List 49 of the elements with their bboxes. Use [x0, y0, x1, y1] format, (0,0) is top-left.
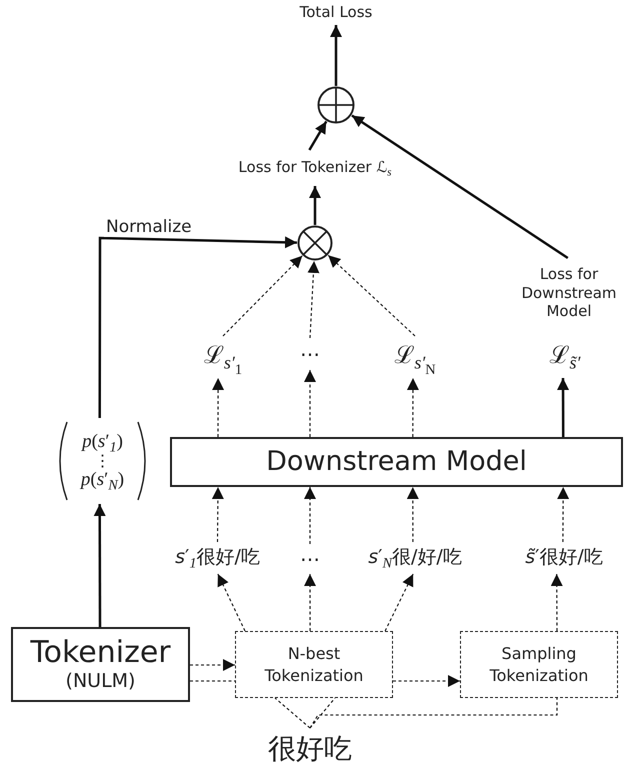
token-sequence: s′$_{N}$很/好/吃 [368, 547, 462, 569]
arrow [308, 120, 328, 151]
dashed-arrow [212, 378, 224, 437]
box-title: Sampling Tokenization [488, 642, 590, 686]
dashed-arrow [557, 487, 570, 542]
dashed-line [310, 698, 336, 728]
dashed-arrow [304, 370, 316, 437]
dashed-arrow [550, 574, 563, 631]
dashed-arrow [307, 260, 320, 338]
dashed-arrow [328, 254, 416, 336]
arrow [94, 504, 106, 627]
dashed-arrow [304, 487, 316, 544]
dashed-arrow [406, 378, 419, 437]
box-title: Tokenizer [30, 636, 171, 671]
dashed-arrow [190, 659, 235, 671]
tokenizer-box [11, 627, 190, 702]
arrow [557, 378, 570, 437]
arrow [351, 114, 568, 260]
input-text: 很好吃 [268, 732, 352, 766]
vector-entry: p(s′$_{1}$) [82, 431, 123, 453]
process-box [460, 631, 618, 698]
loss-symbol: ℒ$_{s̃′}$ [550, 343, 580, 371]
box-subtitle: (NULM) [66, 670, 136, 693]
dashed-line [310, 698, 558, 728]
arrow [309, 186, 321, 225]
loss-label: Loss for Tokenizer ℒ$_{s}$ [238, 159, 392, 177]
box-title: N-best Tokenization [264, 642, 364, 686]
dashed-arrow [393, 675, 460, 687]
ellipsis: ⋯ [300, 342, 320, 366]
dashed-arrow [217, 574, 246, 632]
output-label: Total Loss [300, 4, 372, 22]
box-title: Downstream Model [266, 446, 527, 478]
dashed-arrow [384, 574, 414, 632]
dashed-line [190, 680, 235, 682]
token-sequence: s′$_{1}$很好/吃 [175, 547, 260, 569]
model-box [170, 437, 623, 487]
dashed-line [274, 698, 310, 728]
vector-entry: p(s′$_{N}$) [80, 469, 124, 491]
dashed-arrow [304, 574, 316, 631]
ellipsis: ⋯ [300, 548, 320, 570]
token-sequence: s̃′很好/吃 [525, 547, 603, 569]
dashed-arrow [212, 487, 224, 542]
dashed-arrow [406, 487, 419, 542]
loss-label: Loss for Downstream Model [520, 264, 618, 322]
process-box [235, 631, 393, 698]
arrow [98, 236, 298, 418]
dashed-arrow [222, 255, 303, 336]
arrow [330, 25, 342, 86]
vector-entry: ⋮ [94, 453, 110, 469]
